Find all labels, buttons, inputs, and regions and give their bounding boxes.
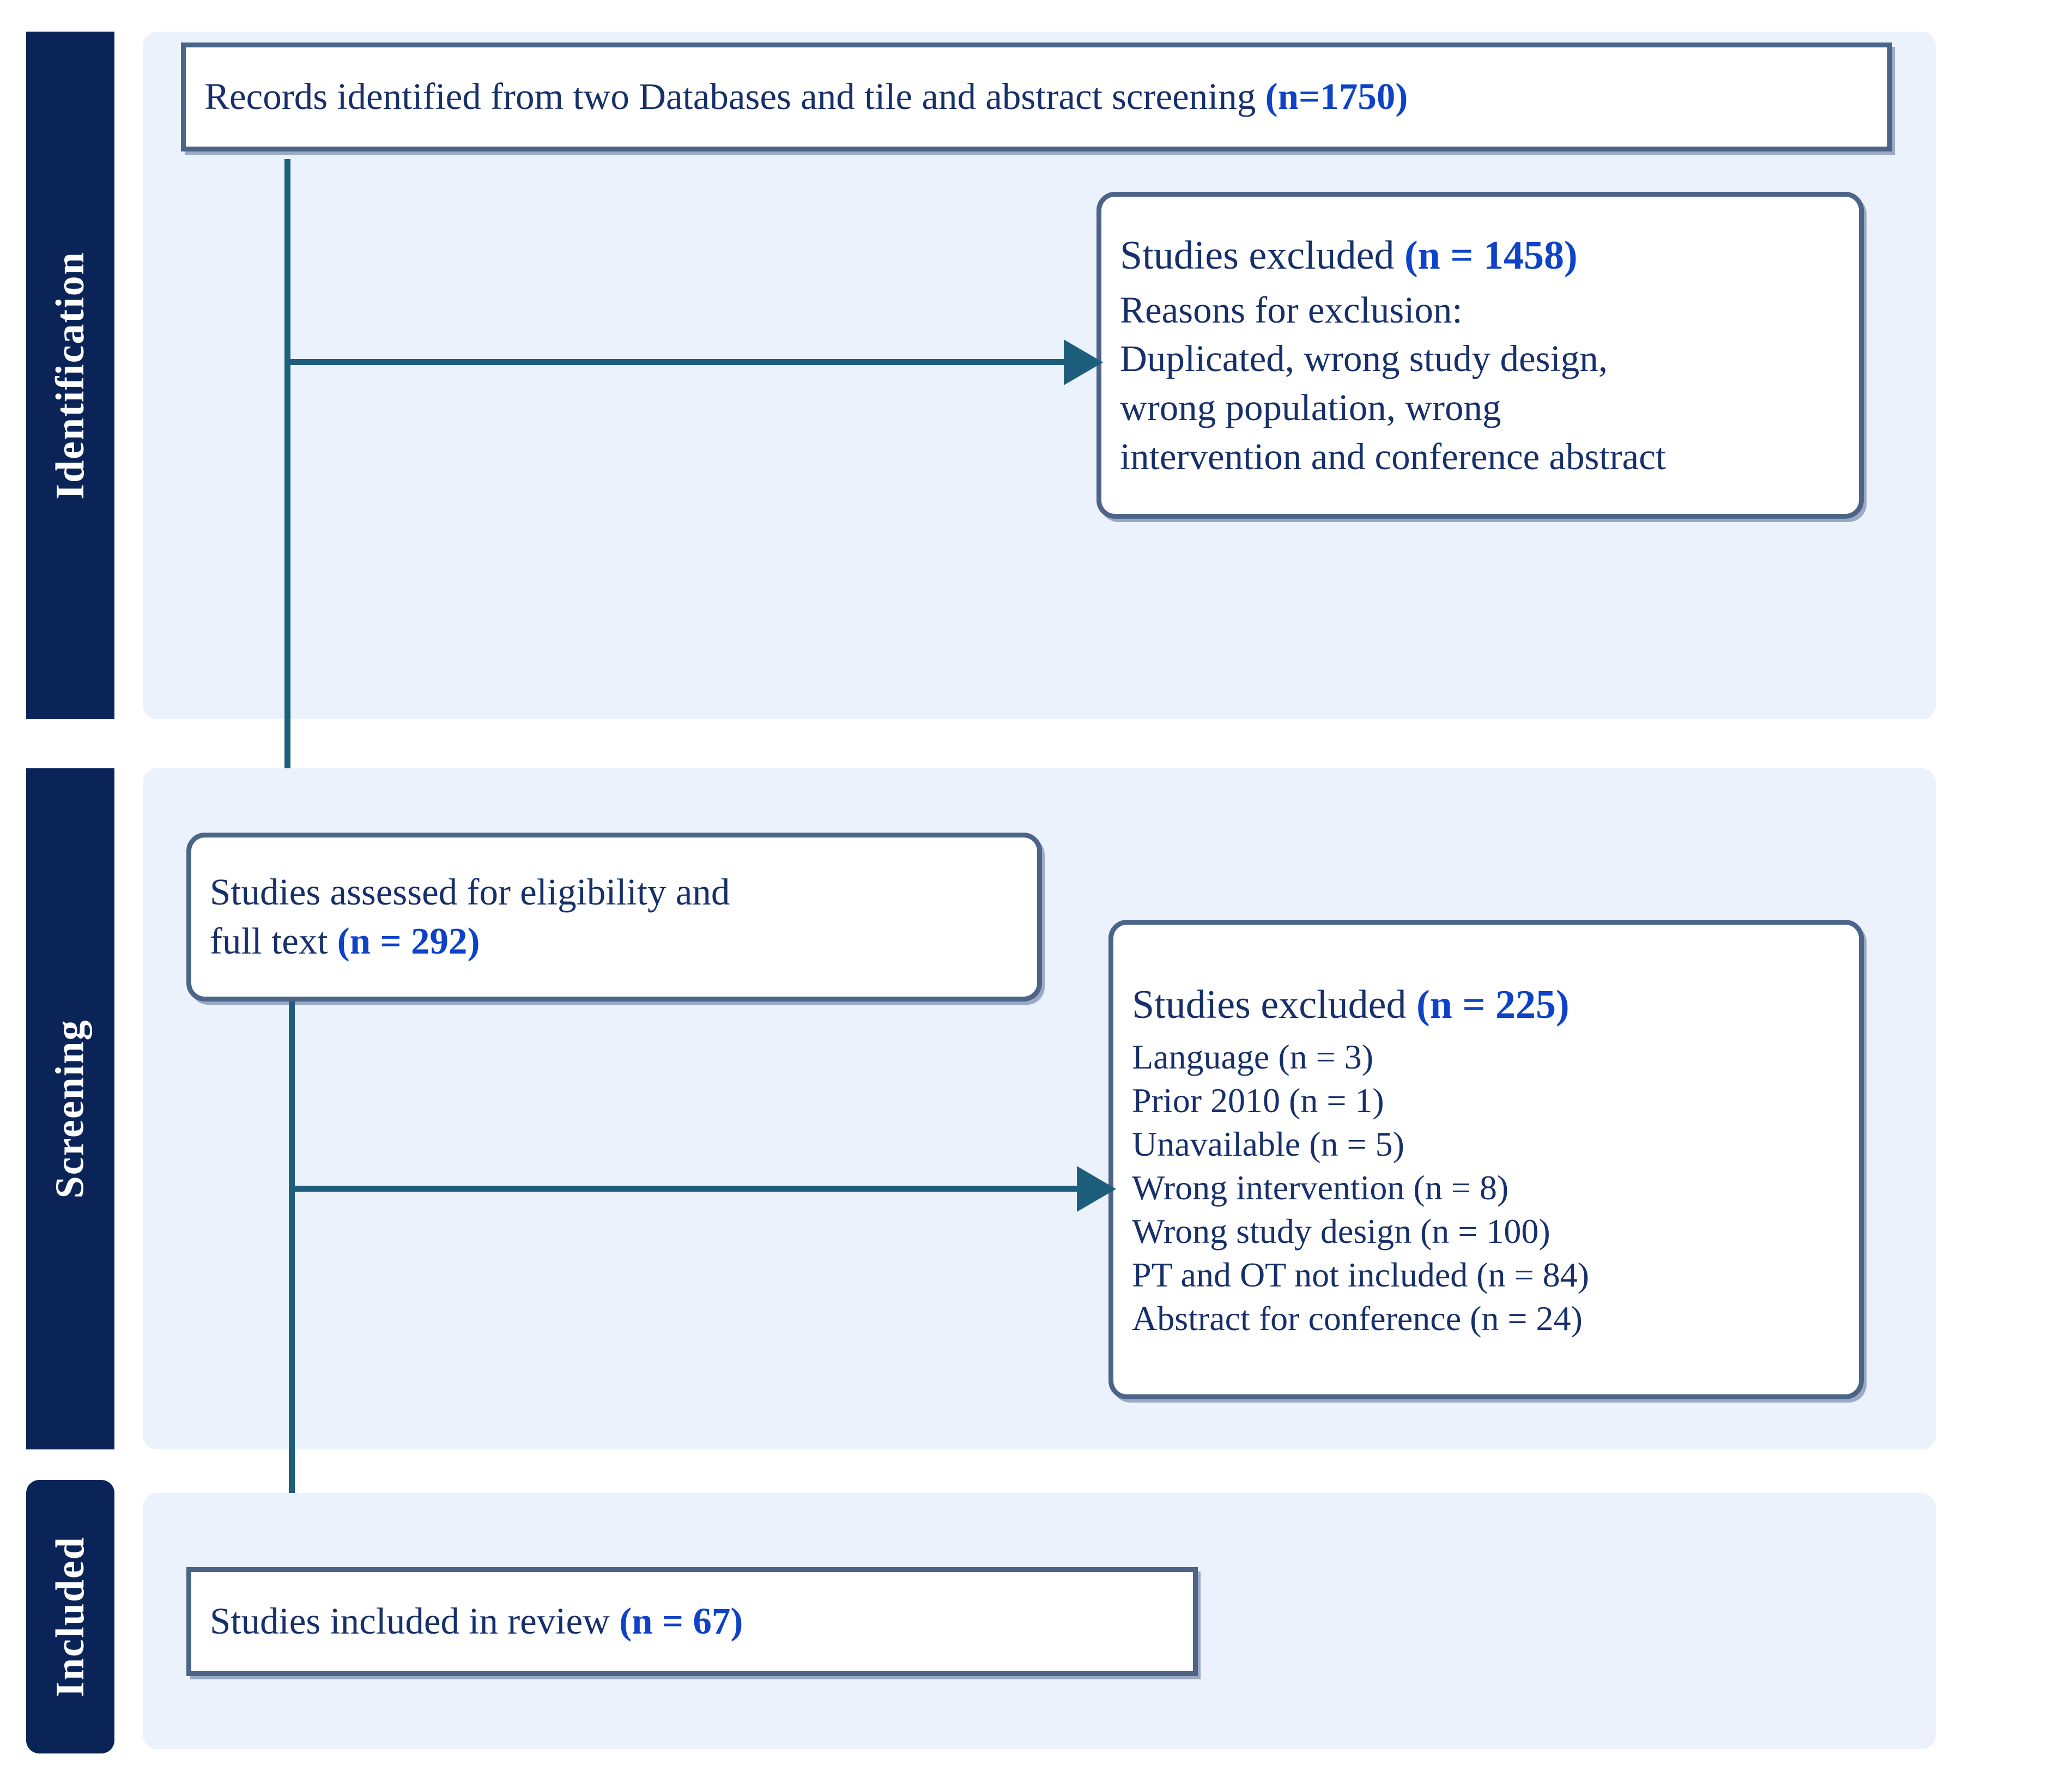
connector-assessed-to-excluded bbox=[289, 1186, 1077, 1192]
records-identified-count: (n=1750) bbox=[1265, 76, 1408, 118]
excluded-identification-line-1: Duplicated, wrong study design, bbox=[1120, 338, 1608, 380]
phase-label-included: Included bbox=[48, 1536, 93, 1697]
box-assessed-eligibility: Studies assessed for eligibility and ful… bbox=[186, 833, 1042, 1002]
box-studies-included: Studies included in review (n = 67) bbox=[186, 1567, 1198, 1676]
connector-records-to-assessed bbox=[284, 159, 290, 811]
box-assessed-eligibility-line1: Studies assessed for eligibility and bbox=[210, 871, 730, 913]
excluded-identification-line-2: wrong population, wrong bbox=[1120, 387, 1501, 429]
phase-bar-identification: Identification bbox=[26, 32, 114, 719]
excluded-screening-reason-6: Abstract for conference (n = 24) bbox=[1132, 1299, 1583, 1338]
phase-label-identification: Identification bbox=[48, 251, 93, 500]
studies-included-label: Studies included in review bbox=[210, 1600, 620, 1642]
box-records-identified: Records identified from two Databases an… bbox=[181, 43, 1892, 151]
excluded-screening-reason-5: PT and OT not included (n = 84) bbox=[1132, 1255, 1589, 1295]
box-studies-included-text: Studies included in review (n = 67) bbox=[191, 1597, 1193, 1646]
phase-label-screening: Screening bbox=[48, 1019, 93, 1199]
box-excluded-identification: Studies excluded (n = 1458) Reasons for … bbox=[1096, 192, 1864, 519]
connector-records-to-excluded bbox=[284, 359, 1064, 365]
phase-bar-screening: Screening bbox=[26, 768, 114, 1449]
excluded-identification-count: (n = 1458) bbox=[1404, 233, 1578, 278]
box-assessed-eligibility-line2: full text (n = 292) bbox=[191, 917, 1037, 966]
excluded-screening-reason-2: Unavailable (n = 5) bbox=[1132, 1125, 1404, 1164]
assessed-eligibility-count: (n = 292) bbox=[337, 920, 480, 962]
excluded-screening-reason-4: Wrong study design (n = 100) bbox=[1132, 1212, 1550, 1251]
excluded-screening-reason-3: Wrong intervention (n = 8) bbox=[1132, 1168, 1509, 1207]
excluded-screening-heading: Studies excluded (n = 225) bbox=[1113, 979, 1859, 1031]
arrowhead-assessed-to-excluded-icon bbox=[1077, 1166, 1116, 1212]
excluded-identification-heading: Studies excluded (n = 1458) bbox=[1101, 229, 1859, 282]
excluded-screening-count: (n = 225) bbox=[1416, 982, 1570, 1027]
excluded-identification-line-3: intervention and conference abstract bbox=[1120, 435, 1666, 477]
arrowhead-records-to-excluded-icon bbox=[1064, 339, 1103, 385]
studies-included-count: (n = 67) bbox=[619, 1600, 743, 1642]
connector-assessed-to-included bbox=[289, 1002, 295, 1583]
box-excluded-screening: Studies excluded (n = 225) Language (n =… bbox=[1108, 920, 1864, 1399]
phase-bar-included: Included bbox=[26, 1480, 114, 1753]
excluded-identification-heading-label: Studies excluded bbox=[1120, 233, 1405, 278]
excluded-screening-reason-1: Prior 2010 (n = 1) bbox=[1132, 1081, 1384, 1120]
excluded-screening-reason-0: Language (n = 3) bbox=[1132, 1037, 1374, 1077]
excluded-screening-heading-label: Studies excluded bbox=[1132, 982, 1417, 1027]
records-identified-label: Records identified from two Databases an… bbox=[204, 76, 1265, 118]
excluded-identification-line-0: Reasons for exclusion: bbox=[1120, 289, 1463, 331]
box-records-identified-text: Records identified from two Databases an… bbox=[186, 72, 1887, 122]
assessed-eligibility-label: full text bbox=[210, 920, 337, 962]
